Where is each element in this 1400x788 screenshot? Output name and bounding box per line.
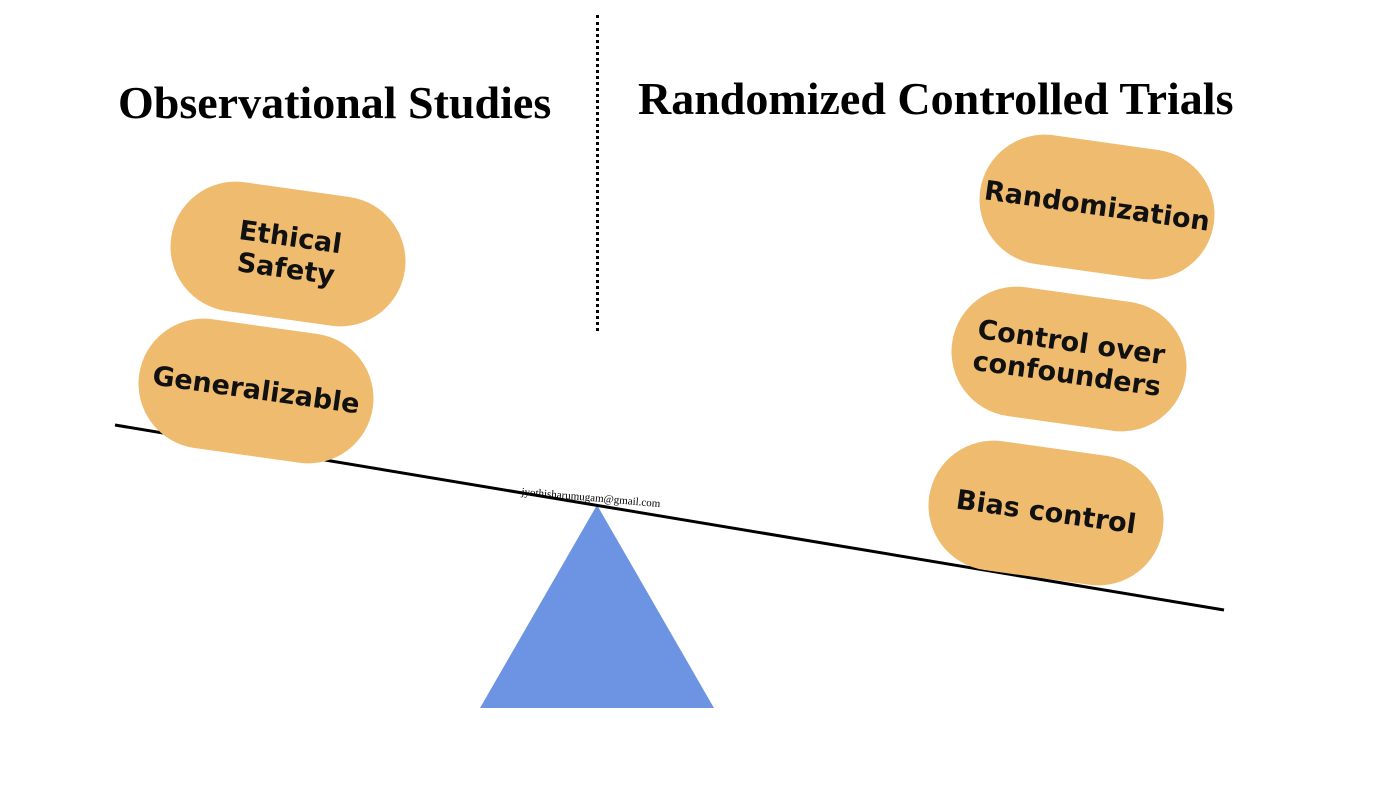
dotted-divider xyxy=(596,15,599,331)
fulcrum-triangle xyxy=(480,505,714,708)
observational-studies-heading: Observational Studies xyxy=(118,77,552,128)
rct-heading: Randomized Controlled Trials xyxy=(638,73,1234,124)
